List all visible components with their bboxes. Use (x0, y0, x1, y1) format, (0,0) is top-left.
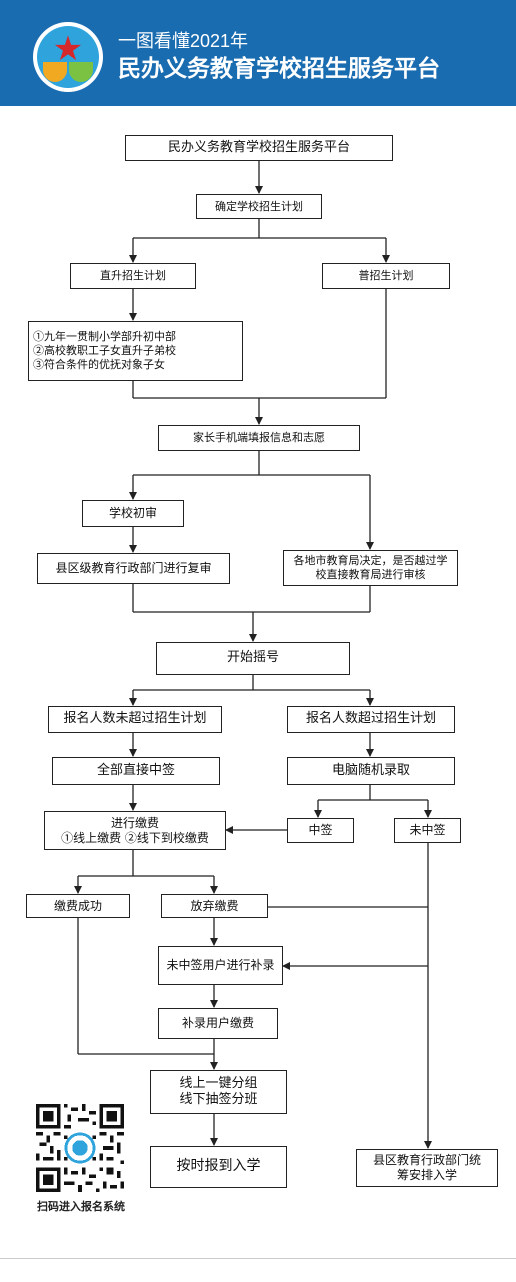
qr-caption: 扫码进入报名系统 (37, 1201, 125, 1213)
header-title: 民办义务教育学校招生服务平台 (118, 55, 440, 81)
grouping-line-2: 线下抽签分班 (179, 1092, 258, 1107)
node-platform: 民办义务教育学校招生服务平台 (125, 135, 393, 161)
grouping-line-1: 线上一键分组 (179, 1075, 258, 1091)
node-school-review: 学校初审 (82, 500, 184, 527)
node-lottery: 开始摇号 (156, 642, 350, 675)
node-won: 中签 (287, 818, 354, 843)
node-pay-abandon: 放弃缴费 (161, 894, 268, 918)
bottom-divider (0, 1258, 516, 1259)
node-not-exceed: 报名人数未超过招生计划 (48, 706, 222, 733)
direct-item-3: ③符合条件的优抚对象子女 (33, 357, 165, 371)
node-random-admit: 电脑随机录取 (287, 757, 455, 785)
node-general-plan: 普招生计划 (322, 263, 450, 289)
node-not-won: 未中签 (394, 818, 461, 843)
node-pay-success: 缴费成功 (26, 894, 130, 918)
city-review-line-1: 各地市教育局决定，是否越过学 (293, 554, 448, 568)
school-emblem-icon: ★ (33, 22, 103, 92)
county-review-label: 县区级教育行政部门进行复审 (55, 561, 212, 575)
node-direct-plan: 直升招生计划 (70, 263, 196, 289)
payment-line-2: ①线上缴费 ②线下到校缴费 (61, 830, 209, 845)
node-city-review: 各地市教育局决定，是否越过学 校直接教育局进行审核 (283, 550, 458, 586)
node-parent-fill: 家长手机端填报信息和志愿 (158, 425, 360, 451)
node-all-admit: 全部直接中签 (52, 757, 220, 785)
node-payment: 进行缴费 ①线上缴费 ②线下到校缴费 (44, 811, 226, 850)
payment-line-1: 进行缴费 (110, 815, 159, 830)
county-arrange-line-1: 县区教育行政部门统 (372, 1153, 481, 1167)
direct-item-2: ②高校教职工子女直升子弟校 (33, 344, 176, 358)
node-enrollment-plan: 确定学校招生计划 (196, 194, 322, 219)
node-grouping: 线上一键分组 线下抽签分班 (150, 1070, 287, 1114)
node-exceed: 报名人数超过招生计划 (287, 706, 455, 733)
county-arrange-line-2: 筹安排入学 (396, 1168, 457, 1182)
direct-item-1: ①九年一贯制小学部升初中部 (33, 330, 176, 344)
node-county-arrange: 县区教育行政部门统 筹安排入学 (356, 1149, 498, 1187)
node-supplement: 未中签用户进行补录 (158, 946, 283, 985)
header-banner: ★ 一图看懂2021年 民办义务教育学校招生服务平台 (0, 0, 516, 106)
node-supplement-pay: 补录用户缴费 (158, 1008, 278, 1039)
header-subtitle: 一图看懂2021年 (118, 31, 249, 51)
node-enroll: 按时报到入学 (150, 1146, 287, 1188)
city-review-line-2: 校直接教育局进行审核 (315, 568, 426, 581)
qr-code-icon[interactable] (36, 1104, 124, 1192)
node-direct-items: ①九年一贯制小学部升初中部 ②高校教职工子女直升子弟校 ③符合条件的优抚对象子女 (28, 321, 243, 381)
node-county-review: 县区级教育行政部门进行复审 (37, 553, 230, 584)
